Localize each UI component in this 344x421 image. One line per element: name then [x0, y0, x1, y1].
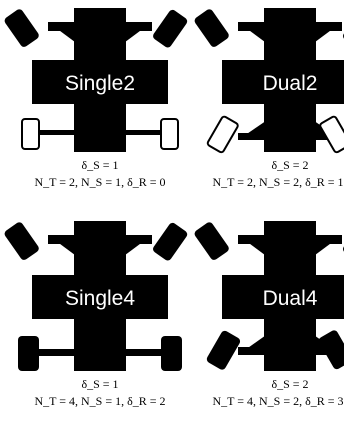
- front-right-wheel: [153, 222, 188, 261]
- formula-text: N_T = 4, N_S = 2, δ_R = 3: [212, 394, 343, 408]
- formula-text: δ_S = 2: [271, 158, 308, 172]
- formula-line-2: N_T = 2, N_S = 1, δ_R = 0: [34, 175, 165, 189]
- rear-right-wheel: [161, 336, 182, 371]
- rear-left-wheel: [18, 336, 39, 371]
- panel-single2: Single2 δ_S = 1 N_T = 2, N_S = 1, δ_R = …: [4, 8, 188, 189]
- front-left-wheel: [194, 222, 229, 260]
- formula-line-1: δ_S = 1: [81, 377, 118, 391]
- vehicle-cabin: [32, 275, 168, 319]
- formula-text: N_T = 4, N_S = 1, δ_R = 2: [34, 394, 165, 408]
- formula-text: N_T = 2, N_S = 1, δ_R = 0: [34, 175, 165, 189]
- vehicle-cabin: [222, 60, 344, 104]
- rear-left-wheel: [206, 330, 241, 370]
- formula-line-2: N_T = 4, N_S = 2, δ_R = 3: [212, 394, 343, 408]
- formula-text: δ_S = 1: [81, 158, 118, 172]
- rear-axle: [36, 349, 164, 356]
- panel-dual4: Dual4 δ_S = 2 N_T = 4, N_S = 2, δ_R = 3: [194, 221, 344, 408]
- formula-line-2: N_T = 2, N_S = 2, δ_R = 1: [212, 175, 343, 189]
- rear-right-wheel: [160, 118, 179, 150]
- panel-dual2: Dual2 δ_S = 2 N_T = 2, N_S = 2, δ_R = 1: [194, 8, 344, 189]
- front-left-wheel: [4, 9, 39, 47]
- formula-line-2: N_T = 4, N_S = 1, δ_R = 2: [34, 394, 165, 408]
- vehicle-cabin: [32, 60, 168, 104]
- panel-title: Single4: [65, 287, 135, 310]
- front-left-wheel: [4, 222, 39, 260]
- panel-title: Dual2: [263, 72, 318, 95]
- formula-text: N_T = 2, N_S = 2, δ_R = 1: [212, 175, 343, 189]
- formula-text: δ_S = 1: [81, 377, 118, 391]
- panel-title: Single2: [65, 72, 135, 95]
- rear-left-wheel: [206, 115, 239, 154]
- panel-title: Dual4: [263, 287, 318, 310]
- formula-line-1: δ_S = 2: [271, 158, 308, 172]
- formula-line-1: δ_S = 2: [271, 377, 308, 391]
- formula-line-1: δ_S = 1: [81, 158, 118, 172]
- rear-left-wheel: [21, 118, 40, 150]
- rear-axle: [36, 130, 164, 135]
- vehicle-cabin: [222, 275, 344, 319]
- front-right-wheel: [153, 9, 188, 48]
- formula-text: δ_S = 2: [271, 377, 308, 391]
- panel-single4: Single4 δ_S = 1 N_T = 4, N_S = 1, δ_R = …: [4, 221, 188, 408]
- front-left-wheel: [194, 9, 229, 47]
